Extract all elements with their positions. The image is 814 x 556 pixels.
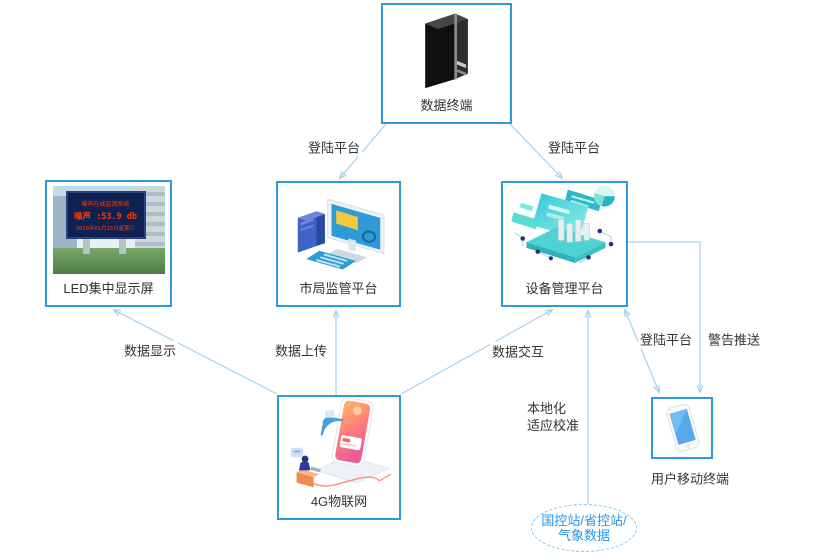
iot-phone-icon: [279, 397, 399, 491]
edge-label-login-right: 登陆平台: [545, 137, 603, 157]
edge-label-localization-line2: 适应校准: [527, 418, 580, 433]
edge-label-alert-push: 警告推送: [705, 329, 763, 349]
laptop-analytics-icon: [503, 183, 626, 278]
server-tower-icon: [383, 5, 510, 95]
led-screen-line2: 噪声 :53.9 db: [73, 211, 138, 222]
stations-label-line2: 气象数据: [557, 528, 610, 543]
led-screen-line1: 噪声在线监测系统: [81, 200, 130, 208]
node-label-mobile-terminal: 用户移动终端: [648, 468, 732, 488]
node-data-stations: 国控站/省控站/ 气象数据: [531, 504, 637, 552]
node-mobile-terminal: [651, 397, 713, 459]
led-grass: [52, 248, 165, 274]
edge-label-data-display: 数据显示: [121, 340, 179, 360]
edge-label-localization-line1: 本地化: [527, 401, 567, 416]
led-post-left: [82, 230, 90, 254]
edge-label-login-mobile: 登陆平台: [637, 329, 695, 349]
led-screen-line3: 2020年01月15日星期三: [75, 225, 136, 232]
desktop-computer-icon: [278, 183, 399, 278]
led-post-right: [118, 230, 126, 254]
stations-label-line1: 国控站/省控站/: [541, 513, 627, 528]
node-data-terminal: 数据终端: [381, 3, 512, 124]
led-screen: 噪声在线监测系统 噪声 :53.9 db 2020年01月15日星期三: [65, 191, 146, 239]
edge-label-data-exchange: 数据交互: [489, 341, 547, 361]
node-city-platform: 市局监管平台: [276, 181, 401, 307]
node-led-display: 噪声在线监测系统 噪声 :53.9 db 2020年01月15日星期三 LED集…: [45, 180, 172, 307]
node-label-iot-network: 4G物联网: [310, 494, 368, 509]
smartphone-icon: [653, 399, 711, 457]
node-device-platform: 设备管理平台: [501, 181, 628, 307]
edge-label-localization: 本地化 适应校准: [527, 400, 580, 434]
node-iot-network: 4G物联网: [277, 395, 401, 520]
node-label-device-platform: 设备管理平台: [525, 281, 604, 296]
edge-label-login-left: 登陆平台: [305, 137, 363, 157]
node-label-data-terminal: 数据终端: [420, 98, 473, 113]
node-label-led-display: LED集中显示屏: [63, 281, 154, 296]
connector-device-phone-login: [625, 310, 659, 392]
edge-label-data-upload: 数据上传: [272, 340, 330, 360]
connector-device-phone-alert: [628, 241, 700, 392]
led-billboard-icon: 噪声在线监测系统 噪声 :53.9 db 2020年01月15日星期三: [47, 182, 170, 278]
node-label-city-platform: 市局监管平台: [299, 281, 378, 296]
